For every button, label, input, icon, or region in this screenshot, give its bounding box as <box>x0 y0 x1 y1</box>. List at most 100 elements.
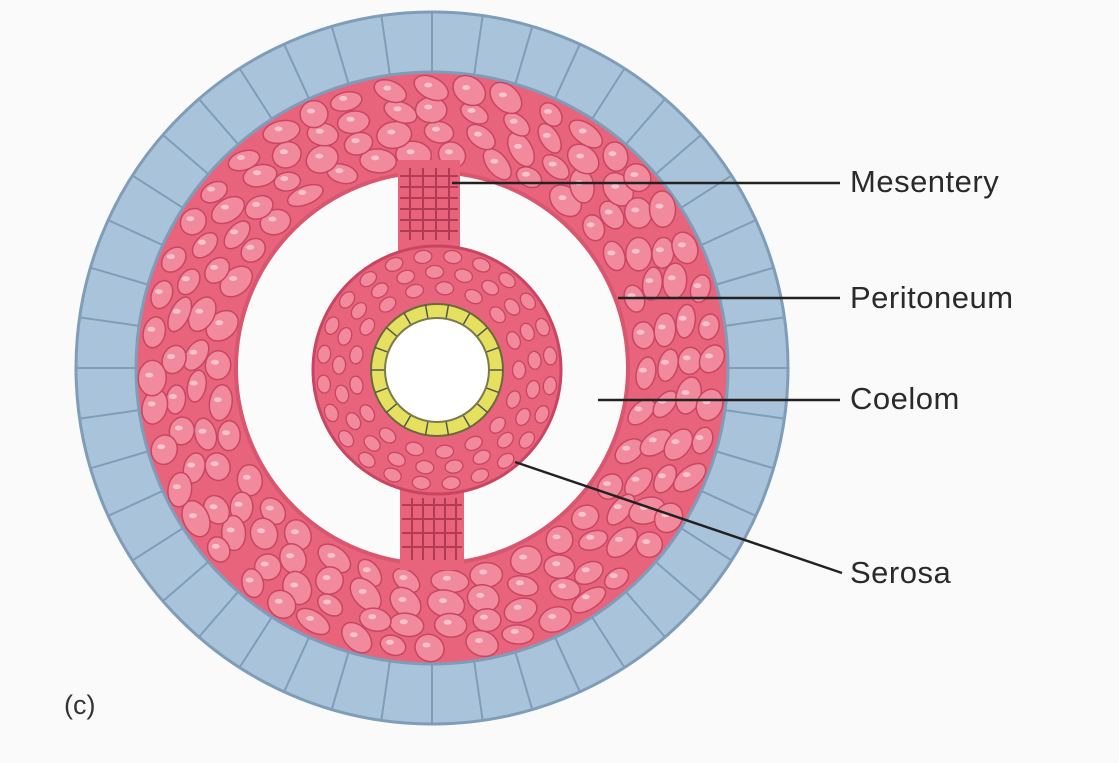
cell-highlight <box>315 154 323 159</box>
cell-highlight <box>252 202 260 207</box>
cell-highlight <box>632 477 640 482</box>
cell-highlight <box>499 92 507 97</box>
cell-highlight <box>347 117 355 122</box>
muscle-cell <box>626 237 652 271</box>
cell-highlight <box>211 360 219 365</box>
cell-highlight <box>658 325 666 330</box>
cell-highlight <box>424 83 432 88</box>
cell-highlight <box>323 575 331 580</box>
cell-highlight <box>582 567 590 572</box>
cell-highlight <box>611 184 619 189</box>
cell-highlight <box>548 614 556 619</box>
cell-highlight <box>552 561 560 566</box>
cell-highlight <box>671 439 679 444</box>
cell-highlight <box>658 473 666 478</box>
cell-highlight <box>175 426 183 431</box>
cell-highlight <box>198 240 206 245</box>
cell-highlight <box>445 149 453 154</box>
cell-highlight <box>280 176 288 181</box>
cell-highlight <box>275 599 283 604</box>
cell-highlight <box>683 472 691 477</box>
cell-highlight <box>323 600 331 605</box>
cell-highlight <box>683 355 691 360</box>
cell-highlight <box>145 373 153 378</box>
cell-highlight <box>190 381 198 386</box>
cell-highlight <box>210 504 218 509</box>
cell-highlight <box>147 327 155 332</box>
cell-highlight <box>167 354 175 359</box>
cell-highlight <box>587 222 595 227</box>
cell-highlight <box>394 106 402 111</box>
cell-highlight <box>543 133 551 138</box>
cell-highlight <box>549 162 557 167</box>
cell-highlight <box>335 168 343 173</box>
gut-muscle-cell <box>425 265 443 278</box>
cell-highlight <box>615 537 623 542</box>
cell-highlight <box>553 534 561 539</box>
cell-highlight <box>383 86 391 91</box>
muscle-cell <box>299 100 328 129</box>
cell-highlight <box>586 535 594 540</box>
cell-highlight <box>199 429 207 434</box>
cell-highlight <box>167 254 175 259</box>
cell-highlight <box>578 512 586 517</box>
cell-highlight <box>286 553 294 558</box>
cell-highlight <box>649 437 657 442</box>
cell-highlight <box>603 481 611 486</box>
cell-highlight <box>298 190 306 195</box>
cell-highlight <box>519 555 527 560</box>
cell-highlight <box>257 528 265 533</box>
cell-highlight <box>559 195 567 200</box>
cell-highlight <box>173 309 181 314</box>
cell-highlight <box>475 638 483 643</box>
cell-highlight <box>614 504 622 509</box>
cell-highlight <box>187 463 195 468</box>
cell-highlight <box>632 249 640 254</box>
cell-highlight <box>237 155 245 160</box>
cell-highlight <box>400 619 408 624</box>
muscle-cell <box>137 360 167 397</box>
cell-highlight <box>222 430 230 435</box>
cell-highlight <box>352 138 360 143</box>
cell-highlight <box>227 528 235 533</box>
cell-highlight <box>155 289 163 294</box>
cell-highlight <box>350 632 358 637</box>
muscle-cell <box>546 526 574 554</box>
cell-highlight <box>479 570 487 575</box>
cell-highlight <box>371 155 379 160</box>
cell-highlight <box>490 159 498 164</box>
cell-highlight <box>169 394 177 399</box>
cell-highlight <box>253 170 261 175</box>
cell-highlight <box>705 353 713 358</box>
cell-highlight <box>307 109 315 114</box>
cell-highlight <box>306 616 314 621</box>
cell-highlight <box>261 562 269 567</box>
cell-highlight <box>582 594 590 599</box>
cell-highlight <box>316 129 324 134</box>
gut-endoderm-ring <box>371 304 503 436</box>
cell-highlight <box>467 108 475 113</box>
cell-highlight <box>696 435 704 440</box>
cell-highlight <box>678 242 686 247</box>
serosa-label: Serosa <box>850 555 951 591</box>
cell-highlight <box>246 245 254 250</box>
cell-highlight <box>368 614 376 619</box>
cell-highlight <box>189 350 197 355</box>
cell-highlight <box>631 208 639 213</box>
cell-highlight <box>280 149 288 154</box>
cell-highlight <box>432 127 440 132</box>
panel-label: (c) <box>64 690 95 721</box>
cell-highlight <box>182 276 190 281</box>
cell-highlight <box>607 250 615 255</box>
cell-highlight <box>439 598 447 603</box>
cell-highlight <box>630 172 638 177</box>
cell-highlight <box>514 144 522 149</box>
cell-highlight <box>682 390 690 395</box>
muscle-cell <box>502 624 534 644</box>
cell-highlight <box>637 330 645 335</box>
cell-highlight <box>424 105 432 110</box>
cell-highlight <box>634 407 642 412</box>
cell-highlight <box>186 216 194 221</box>
cell-highlight <box>399 575 407 580</box>
